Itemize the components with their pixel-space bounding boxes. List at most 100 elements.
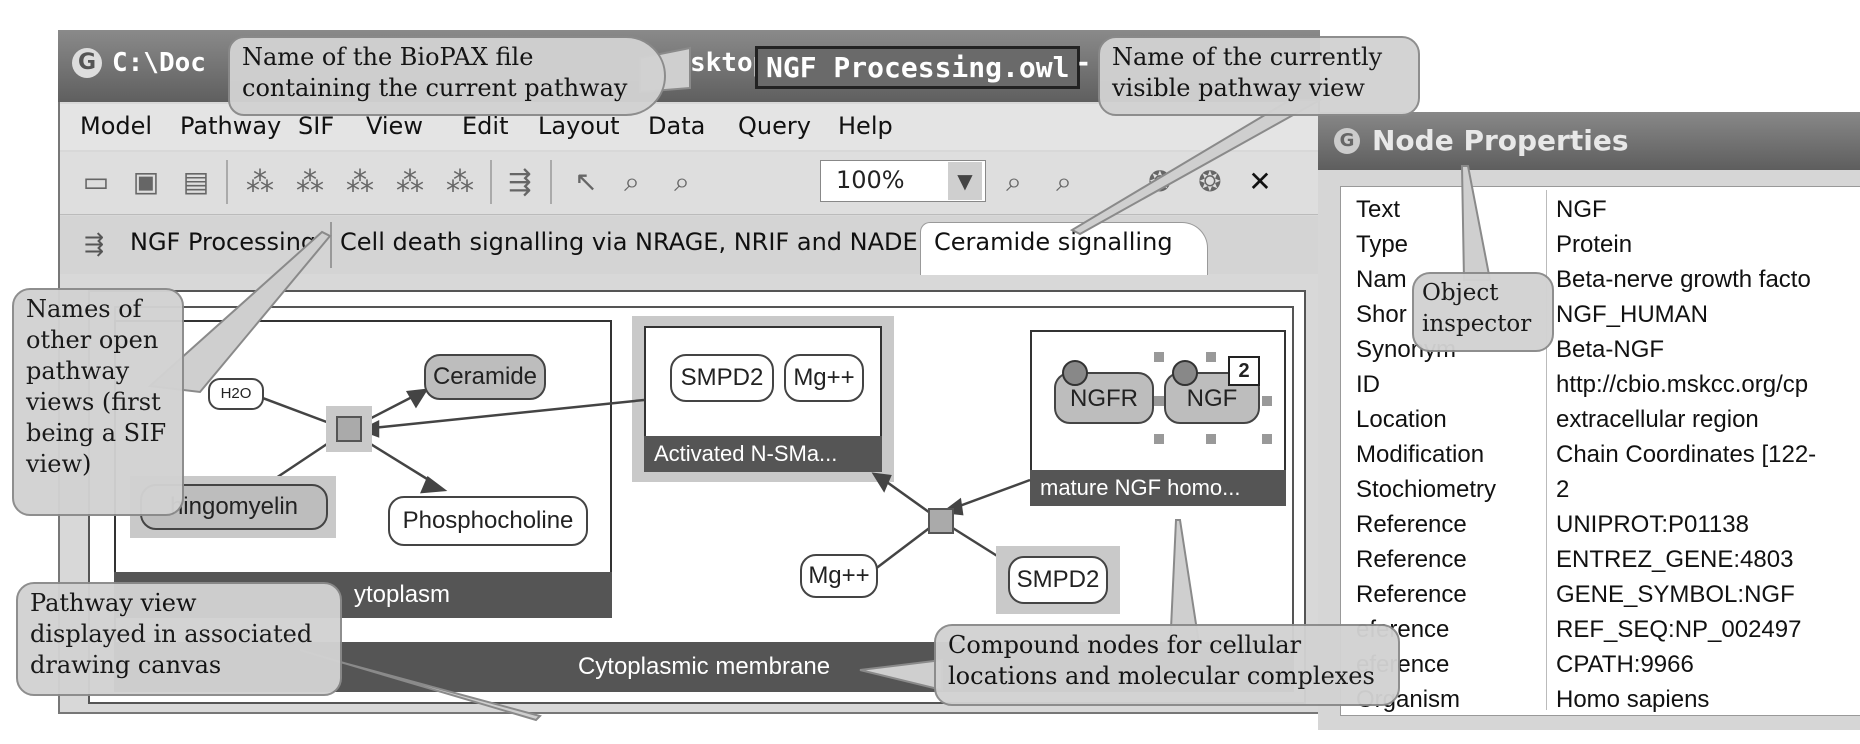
- property-value[interactable]: Beta-NGF: [1556, 336, 1665, 363]
- callout-line: Compound nodes for cellular: [948, 631, 1302, 659]
- tab-divider: [330, 222, 332, 268]
- cellular-location-icon: [1062, 360, 1088, 386]
- property-value[interactable]: REF_SEQ:NP_002497: [1556, 616, 1802, 643]
- callout-object-inspector: Object inspector: [1412, 272, 1554, 352]
- property-value[interactable]: 2: [1556, 476, 1570, 503]
- resize-handle[interactable]: [1154, 434, 1164, 444]
- multimer-badge: 2: [1228, 356, 1260, 386]
- property-key: Reference: [1356, 546, 1467, 573]
- menu-edit[interactable]: Edit: [462, 112, 509, 140]
- chevron-down-icon[interactable]: ▼: [948, 162, 982, 200]
- remove-highlight-icon[interactable]: ❂: [1198, 165, 1222, 198]
- menu-layout[interactable]: Layout: [538, 112, 620, 140]
- sif-add-icon[interactable]: ⁂: [296, 165, 324, 198]
- complex-label: Activated N-SMa...: [644, 436, 882, 472]
- select-pointer-icon[interactable]: ↖: [574, 165, 598, 198]
- callout-line: Name of the BioPAX file: [242, 43, 534, 71]
- process-node[interactable]: [336, 416, 362, 442]
- property-value[interactable]: extracellular region: [1556, 406, 1759, 433]
- sif-delete-icon[interactable]: ⁂: [396, 165, 424, 198]
- callout-line: Names of: [26, 295, 142, 323]
- property-key: Reference: [1356, 511, 1467, 538]
- open-icon[interactable]: ▣: [132, 165, 160, 198]
- title-file-name: NGF Processing.owl: [755, 46, 1081, 89]
- property-value[interactable]: UNIPROT:P01138: [1556, 511, 1749, 538]
- callout-line: inspector: [1422, 311, 1532, 337]
- node-mg[interactable]: Mg++: [800, 554, 878, 598]
- save-icon[interactable]: ▤: [182, 165, 210, 198]
- property-key: Stochiometry: [1356, 476, 1497, 503]
- tab-ngf-processing[interactable]: NGF Processing: [130, 228, 317, 256]
- menu-pathway[interactable]: Pathway: [180, 112, 282, 140]
- sif-query-icon[interactable]: ⁂: [346, 165, 374, 198]
- property-key: Reference: [1356, 581, 1467, 608]
- sif-layout-icon[interactable]: ⁂: [246, 165, 274, 198]
- node-smpd2[interactable]: SMPD2: [670, 354, 774, 402]
- toolbar-separator: [226, 160, 228, 204]
- new-icon[interactable]: ▭: [82, 165, 110, 198]
- callout-line: other open: [26, 326, 159, 354]
- sif-view-icon: ⇶: [84, 230, 105, 258]
- zoom-in-icon[interactable]: ⌕: [1006, 165, 1022, 198]
- property-value[interactable]: ENTREZ_GENE:4803: [1556, 546, 1794, 573]
- callout-line: Pathway view: [30, 589, 197, 617]
- menu-help[interactable]: Help: [838, 112, 893, 140]
- delete-icon[interactable]: ✕: [1248, 165, 1272, 198]
- complex-label: mature NGF homo...: [1030, 470, 1286, 506]
- property-value[interactable]: GENE_SYMBOL:NGF: [1556, 581, 1795, 608]
- callout-line: views (first: [26, 388, 161, 416]
- property-value[interactable]: CPATH:9966: [1556, 651, 1694, 678]
- callout-biopax-file: Name of the BioPAX file containing the c…: [228, 36, 666, 116]
- callout-line: displayed in associated: [30, 620, 313, 648]
- resize-handle[interactable]: [1154, 352, 1164, 362]
- menu-sif[interactable]: SIF: [298, 112, 335, 140]
- menu-query[interactable]: Query: [738, 112, 811, 140]
- property-value[interactable]: Homo sapiens: [1556, 686, 1710, 713]
- node-ngfr[interactable]: NGFR: [1054, 372, 1154, 424]
- property-key: Location: [1356, 406, 1447, 433]
- property-key: Modification: [1356, 441, 1485, 468]
- property-key: Nam: [1356, 266, 1407, 293]
- property-key: Type: [1356, 231, 1409, 258]
- resize-handle[interactable]: [1154, 396, 1164, 406]
- resize-handle[interactable]: [1206, 434, 1216, 444]
- toolbar: [60, 152, 1318, 215]
- cellular-location-icon: [1172, 360, 1198, 386]
- property-value[interactable]: Chain Coordinates [122-: [1556, 441, 1817, 468]
- resize-handle[interactable]: [1262, 396, 1272, 406]
- menu-data[interactable]: Data: [648, 112, 706, 140]
- tab-ceramide-signalling[interactable]: Ceramide signalling: [934, 228, 1173, 256]
- property-key: ID: [1356, 371, 1380, 398]
- property-value[interactable]: NGF_HUMAN: [1556, 301, 1709, 328]
- zoom-value: 100%: [836, 166, 905, 194]
- tab-cell-death-signalling[interactable]: Cell death signalling via NRAGE, NRIF an…: [340, 228, 918, 256]
- callout-line: being a SIF: [26, 419, 167, 447]
- node-mg[interactable]: Mg++: [784, 354, 864, 402]
- node-h2o[interactable]: H2O: [208, 378, 264, 410]
- callout-line: locations and molecular complexes: [948, 662, 1375, 690]
- tab-active-background: [920, 222, 1208, 275]
- callout-other-views: Names of other open pathway views (first…: [12, 288, 184, 516]
- resize-handle[interactable]: [1206, 352, 1216, 362]
- callout-line: view): [26, 450, 92, 478]
- node-ceramide[interactable]: Ceramide: [424, 354, 546, 400]
- menu-model[interactable]: Model: [80, 112, 153, 140]
- zoom-region-icon[interactable]: ⌕: [624, 165, 640, 198]
- property-key: Text: [1356, 196, 1401, 223]
- convert-icon[interactable]: ⇶: [508, 165, 532, 198]
- sif-merge-icon[interactable]: ⁂: [446, 165, 474, 198]
- zoom-out-icon[interactable]: ⌕: [674, 165, 690, 198]
- zoom-fit-icon[interactable]: ⌕: [1056, 165, 1072, 198]
- menu-view[interactable]: View: [366, 112, 423, 140]
- node-smpd2[interactable]: SMPD2: [1008, 556, 1108, 604]
- app-icon: G: [72, 48, 102, 78]
- callout-line: Object: [1422, 280, 1499, 306]
- process-node[interactable]: [928, 508, 954, 534]
- property-value[interactable]: NGF: [1556, 196, 1607, 223]
- node-phosphocholine[interactable]: Phosphocholine: [388, 496, 588, 546]
- property-value[interactable]: http://cbio.mskcc.org/cp: [1556, 371, 1809, 398]
- resize-handle[interactable]: [1262, 434, 1272, 444]
- property-value[interactable]: Protein: [1556, 231, 1633, 258]
- property-value[interactable]: Beta-nerve growth facto: [1556, 266, 1811, 293]
